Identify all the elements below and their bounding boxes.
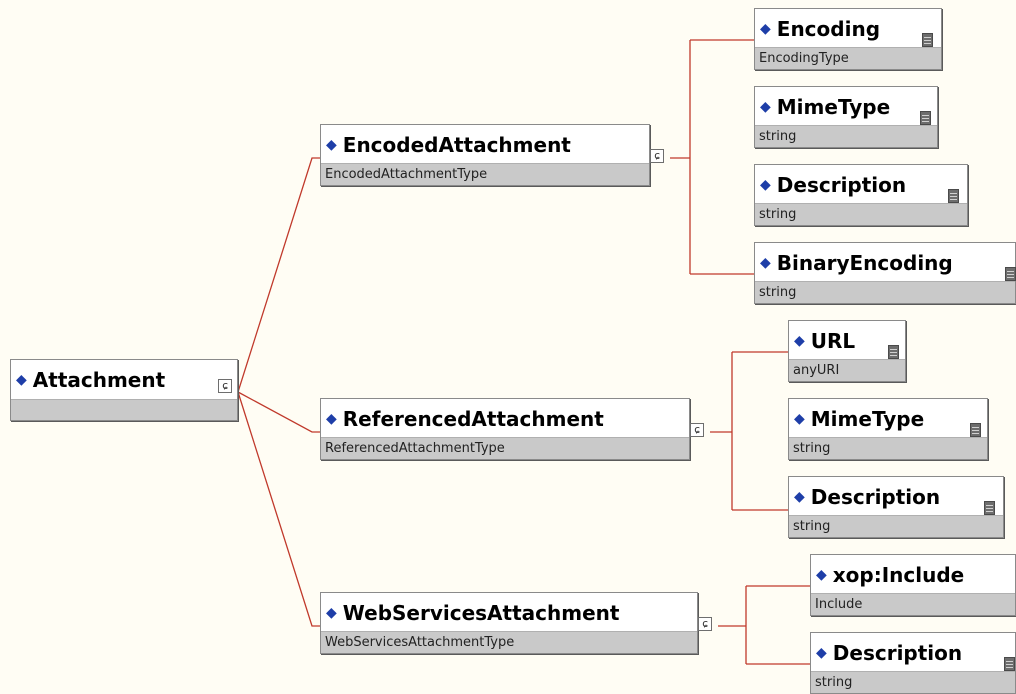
element-diamond-icon: ◆ (326, 411, 337, 427)
encoded-attachment-node[interactable]: ◆ EncodedAttachment EncodedAttachmentTyp… (320, 124, 650, 186)
element-diamond-icon: ◆ (794, 489, 805, 505)
node-name: URL (810, 329, 856, 353)
encoding-node[interactable]: ◆ Encoding EncodingType (754, 8, 942, 70)
element-content-icon (970, 423, 981, 437)
node-name: WebServicesAttachment (342, 601, 620, 625)
element-content-icon (1004, 657, 1015, 671)
node-type: anyURI (789, 359, 905, 381)
element-diamond-icon: ◆ (326, 137, 337, 153)
description-node-3[interactable]: ◆ Description string (810, 632, 1016, 694)
referenced-attachment-node[interactable]: ◆ ReferencedAttachment ReferencedAttachm… (320, 398, 690, 460)
node-name: EncodedAttachment (342, 133, 571, 157)
node-type: string (755, 203, 967, 225)
node-type: string (789, 515, 1003, 537)
binary-encoding-node[interactable]: ◆ BinaryEncoding string (754, 242, 1016, 304)
element-content-icon (984, 501, 995, 515)
node-name: MimeType (776, 95, 891, 119)
element-content-icon (888, 345, 899, 359)
mimetype-node-2[interactable]: ◆ MimeType string (788, 398, 988, 460)
element-diamond-icon: ◆ (760, 99, 771, 115)
description-node-1[interactable]: ◆ Description string (754, 164, 968, 226)
sequence-compositor-icon[interactable]: ɕ (650, 149, 664, 163)
node-name: ReferencedAttachment (342, 407, 604, 431)
node-name: Description (832, 641, 963, 665)
element-content-icon (920, 111, 931, 125)
node-type: string (811, 671, 1015, 693)
element-diamond-icon: ◆ (760, 255, 771, 271)
node-type: EncodedAttachmentType (321, 163, 649, 185)
element-diamond-icon: ◆ (816, 567, 827, 583)
node-type (11, 399, 237, 420)
description-node-2[interactable]: ◆ Description string (788, 476, 1004, 538)
node-type: ReferencedAttachmentType (321, 437, 689, 459)
element-diamond-icon: ◆ (16, 372, 27, 388)
element-content-icon (922, 33, 933, 47)
sequence-compositor-icon[interactable]: ɕ (698, 617, 712, 631)
element-diamond-icon: ◆ (816, 645, 827, 661)
element-content-icon (948, 189, 959, 203)
node-type: Include (811, 593, 1015, 615)
element-diamond-icon: ◆ (794, 333, 805, 349)
node-name: Encoding (776, 17, 881, 41)
attachment-node[interactable]: ◆ Attachment (10, 359, 238, 421)
url-node[interactable]: ◆ URL anyURI (788, 320, 906, 382)
node-type: WebServicesAttachmentType (321, 631, 697, 653)
element-diamond-icon: ◆ (760, 177, 771, 193)
node-name: Description (776, 173, 907, 197)
node-name: xop:Include (832, 563, 965, 587)
element-content-icon (1005, 267, 1016, 281)
connector-attachment-referenced (237, 391, 320, 433)
node-name: BinaryEncoding (776, 251, 953, 275)
node-name: MimeType (810, 407, 925, 431)
element-diamond-icon: ◆ (794, 411, 805, 427)
connector-attachment-encoded (237, 157, 320, 393)
sequence-compositor-icon[interactable]: ɕ (690, 423, 704, 437)
node-name: Attachment (32, 368, 166, 392)
element-diamond-icon: ◆ (760, 21, 771, 37)
node-type: string (755, 125, 937, 147)
node-type: string (789, 437, 987, 459)
node-type: EncodingType (755, 47, 941, 69)
webservices-attachment-node[interactable]: ◆ WebServicesAttachment WebServicesAttac… (320, 592, 698, 654)
node-type: string (755, 281, 1015, 303)
mimetype-node-1[interactable]: ◆ MimeType string (754, 86, 938, 148)
sequence-compositor-icon[interactable]: ɕ (218, 379, 232, 393)
element-diamond-icon: ◆ (326, 605, 337, 621)
node-name: Description (810, 485, 941, 509)
xop-include-node[interactable]: ◆ xop:Include Include (810, 554, 1016, 616)
connector-attachment-webservices (237, 391, 320, 627)
